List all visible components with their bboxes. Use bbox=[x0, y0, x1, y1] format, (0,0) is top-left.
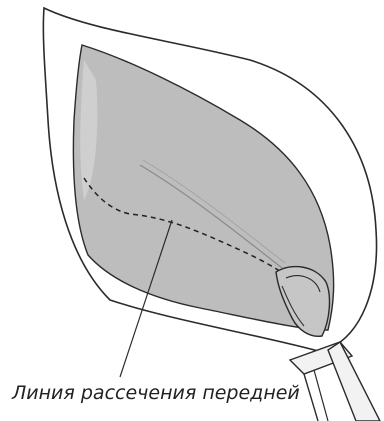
retractor-shaft-left bbox=[304, 374, 318, 421]
retractor-handle bbox=[328, 342, 380, 421]
figure-caption: Линия рассечения передней bbox=[11, 382, 300, 404]
